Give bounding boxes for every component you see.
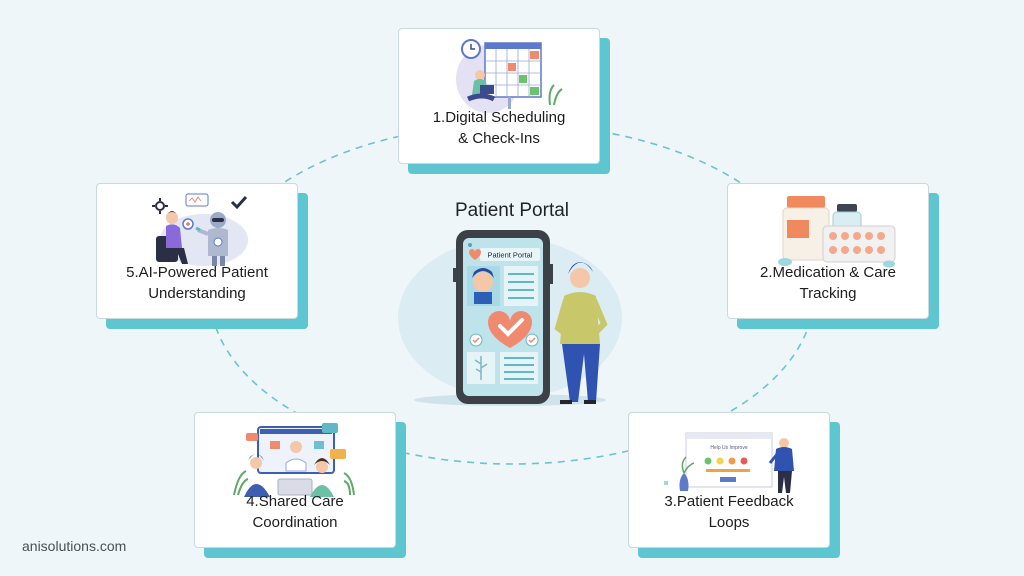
- card-body: Help Us Improve 3.Patient Feedback Loops: [628, 412, 830, 548]
- center-title: Patient Portal: [454, 200, 570, 221]
- card-label: 4.Shared Care Coordination: [246, 493, 344, 531]
- phone-header-text: Patient Portal: [487, 251, 532, 260]
- brand-text: anisolutions.com: [22, 538, 127, 554]
- card-body: 1.Digital Scheduling & Check-Ins: [398, 28, 600, 164]
- pill-bottles-icon: [778, 196, 896, 268]
- card-shared-care: 4.Shared Care Coordination: [194, 412, 406, 558]
- card-body: 5.AI-Powered Patient Understanding: [96, 183, 298, 319]
- card-label: 2.Medication & Care Tracking: [760, 264, 896, 302]
- card-label: 1.Digital Scheduling & Check-Ins: [432, 109, 566, 147]
- card-ai-understanding: 5.AI-Powered Patient Understanding: [96, 183, 308, 329]
- card-body: 2.Medication & Care Tracking: [727, 183, 929, 319]
- card-label: 5.AI-Powered Patient Understanding: [126, 264, 268, 302]
- card-body: 4.Shared Care Coordination: [194, 412, 396, 548]
- card-digital-scheduling: 1.Digital Scheduling & Check-Ins: [398, 28, 610, 174]
- team-video-call-icon: [233, 423, 355, 497]
- survey-title: Help Us Improve: [710, 445, 747, 451]
- phone-portal-illustration: Patient Portal: [398, 230, 622, 406]
- robot-doctor-icon: [152, 193, 248, 266]
- card-patient-feedback: Help Us Improve 3.Patient Feedback Loops: [628, 412, 840, 558]
- calendar-scheduling-icon: [456, 39, 563, 113]
- feedback-survey-icon: Help Us Improve: [664, 432, 794, 493]
- card-medication-tracking: 2.Medication & Care Tracking: [727, 183, 939, 329]
- card-label: 3.Patient Feedback Loops: [664, 493, 794, 531]
